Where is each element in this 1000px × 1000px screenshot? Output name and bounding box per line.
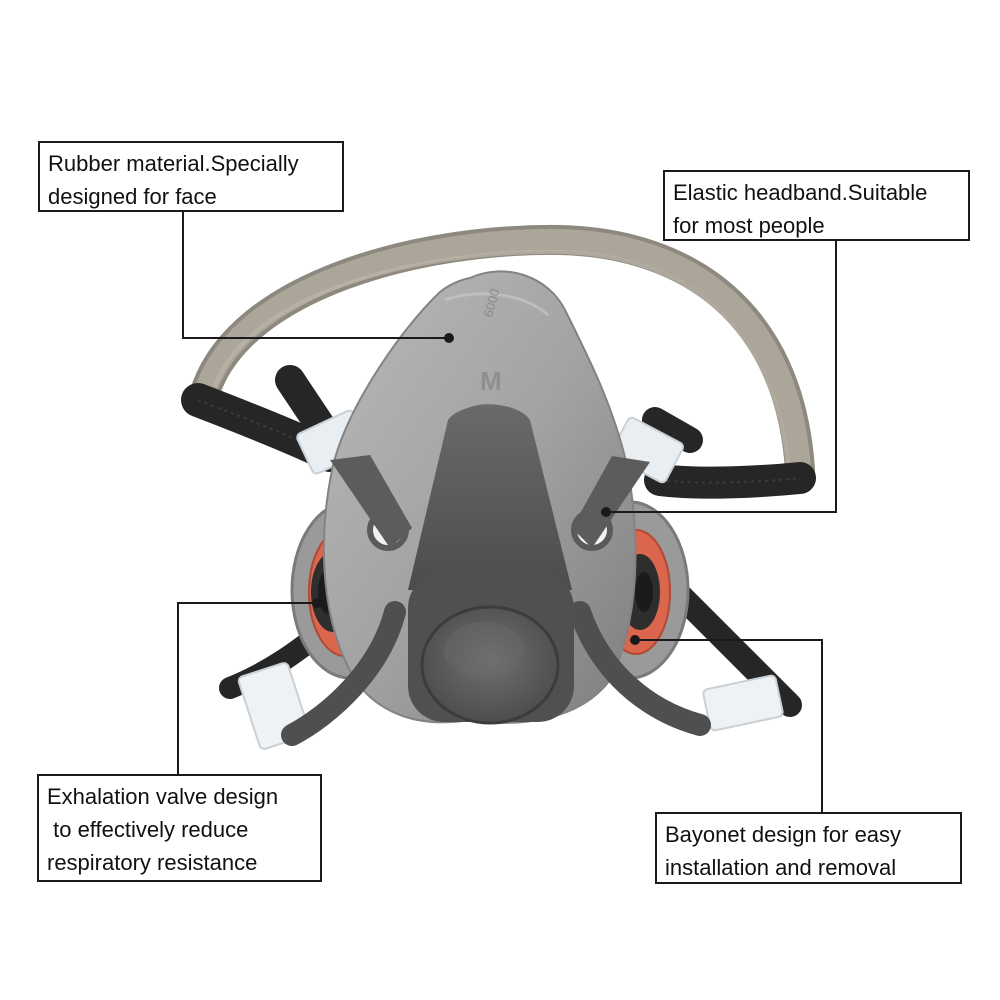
- callout-line: to effectively reduce: [47, 817, 249, 842]
- embossed-model-number: 6000: [480, 287, 502, 319]
- callout-line: respiratory resistance: [47, 850, 258, 875]
- callout-line: Elastic headband.Suitable: [673, 180, 928, 205]
- exhalation-valve: [408, 572, 574, 725]
- leader-rubber: [182, 212, 448, 339]
- callout-line: designed for face: [48, 184, 217, 209]
- leader-bayonet: [637, 639, 823, 812]
- callout-line: Rubber material.Specially: [48, 151, 299, 176]
- embossed-logo: M: [480, 366, 502, 396]
- leader-lines: [177, 212, 837, 812]
- embossed-markings: 6000 M: [480, 287, 502, 396]
- callout-exhalation-valve: Exhalation valve design to effectively r…: [37, 774, 322, 882]
- leader-headband: [608, 241, 837, 513]
- harness-arms: [281, 455, 711, 746]
- callout-line: for most people: [673, 213, 825, 238]
- callout-bayonet-design: Bayonet design for easy installation and…: [655, 812, 962, 884]
- center-panel: [408, 404, 572, 590]
- callout-rubber-material: Rubber material.Specially designed for f…: [38, 141, 344, 212]
- headband: [190, 224, 815, 485]
- callout-line: Exhalation valve design: [47, 784, 279, 809]
- callout-elastic-headband: Elastic headband.Suitable for most peopl…: [663, 170, 970, 241]
- callout-line: Bayonet design for easy: [665, 822, 902, 847]
- callout-line: installation and removal: [665, 855, 897, 880]
- leader-valve: [177, 602, 316, 774]
